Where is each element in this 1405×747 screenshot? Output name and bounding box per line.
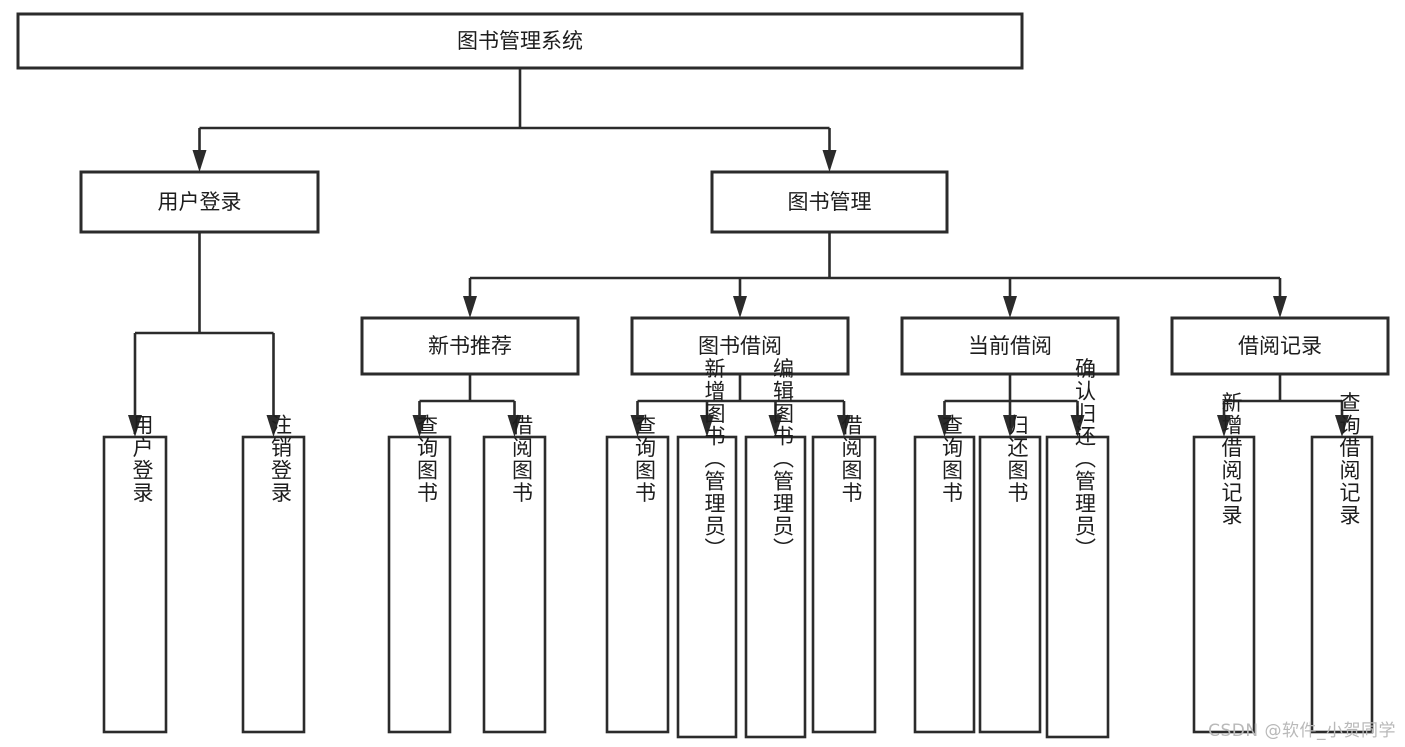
arrow-head	[1217, 415, 1231, 437]
leaf-box-cb-return-book[interactable]	[978, 435, 1042, 734]
connector-layer	[128, 68, 1349, 437]
leaf-box-nbr-query-book[interactable]	[387, 435, 452, 734]
arrow-head	[1335, 415, 1349, 437]
arrow-head	[937, 415, 952, 437]
arrow-head	[412, 415, 427, 437]
leaf-box-bb-borrow-book[interactable]	[811, 435, 877, 734]
level1-label-user-login: 用户登录	[158, 190, 242, 214]
level2-box-new-book-recommend[interactable]	[360, 316, 580, 376]
arrow-head	[768, 415, 783, 437]
leaf-box-user-login-do[interactable]	[102, 435, 168, 734]
arrow-head	[128, 415, 142, 437]
leaf-label-br-add-record: 新增借阅记录	[1219, 392, 1243, 527]
leaf-box-cb-query-book[interactable]	[913, 435, 976, 734]
arrow-head	[630, 415, 645, 437]
leaf-box-bb-edit-book[interactable]	[744, 435, 807, 739]
level1-box-book-management[interactable]	[710, 170, 949, 234]
leaf-label-user-login-do: 用户登录	[130, 414, 154, 504]
leaf-box-nbr-borrow-book[interactable]	[482, 435, 547, 734]
arrow-head	[733, 296, 747, 318]
leaf-label-bb-borrow-book: 借阅图书	[839, 414, 863, 504]
arrow-head	[1003, 415, 1017, 437]
leaf-label-nbr-query-book: 查询图书	[415, 414, 439, 504]
arrow-head	[266, 415, 281, 437]
leaf-box-user-logout[interactable]	[241, 435, 306, 734]
level2-label-book-borrow: 图书借阅	[698, 334, 782, 358]
leaf-label-bb-edit-book: 编辑图书（管理员）	[771, 358, 795, 561]
arrow-head	[837, 415, 851, 437]
arrow-head	[192, 150, 207, 172]
arrow-head	[1273, 296, 1287, 318]
level2-label-current-borrow: 当前借阅	[968, 334, 1052, 358]
level2-box-borrow-record[interactable]	[1170, 316, 1390, 376]
leaf-label-cb-query-book: 查询图书	[940, 414, 964, 504]
arrow-head	[700, 415, 714, 437]
leaf-label-nbr-borrow-book: 借阅图书	[510, 414, 534, 504]
root-box-root[interactable]	[16, 12, 1024, 70]
root-label-root: 图书管理系统	[457, 29, 583, 53]
leaf-label-br-query-record: 查询借阅记录	[1337, 392, 1361, 527]
leaf-label-cb-confirm-return: 确认归还（管理员）	[1073, 358, 1097, 561]
arrow-head	[822, 150, 837, 172]
level2-box-current-borrow[interactable]	[900, 316, 1120, 376]
leaf-label-bb-query-book: 查询图书	[633, 414, 657, 504]
level2-box-book-borrow[interactable]	[630, 316, 850, 376]
arrow-head	[1003, 296, 1017, 318]
arrow-head	[463, 296, 477, 318]
leaf-box-bb-query-book[interactable]	[605, 435, 670, 734]
arrow-head	[1070, 415, 1085, 437]
leaf-box-bb-add-book[interactable]	[676, 435, 738, 739]
leaf-label-cb-return-book: 归还图书	[1005, 414, 1029, 504]
leaf-label-user-logout: 注销登录	[269, 414, 293, 504]
level2-label-borrow-record: 借阅记录	[1238, 334, 1322, 358]
leaf-label-bb-add-book: 新增图书（管理员）	[702, 358, 726, 561]
leaf-box-cb-confirm-return[interactable]	[1045, 435, 1110, 739]
level1-label-book-management: 图书管理	[788, 190, 872, 214]
level1-box-user-login[interactable]	[79, 170, 320, 234]
node-layer: 图书管理系统用户登录图书管理用户登录注销登录新书推荐查询图书借阅图书图书借阅查询…	[16, 12, 1390, 739]
leaf-box-br-add-record[interactable]	[1192, 435, 1256, 734]
level2-label-new-book-recommend: 新书推荐	[428, 334, 512, 358]
leaf-box-br-query-record[interactable]	[1310, 435, 1374, 734]
arrow-head	[507, 415, 522, 437]
